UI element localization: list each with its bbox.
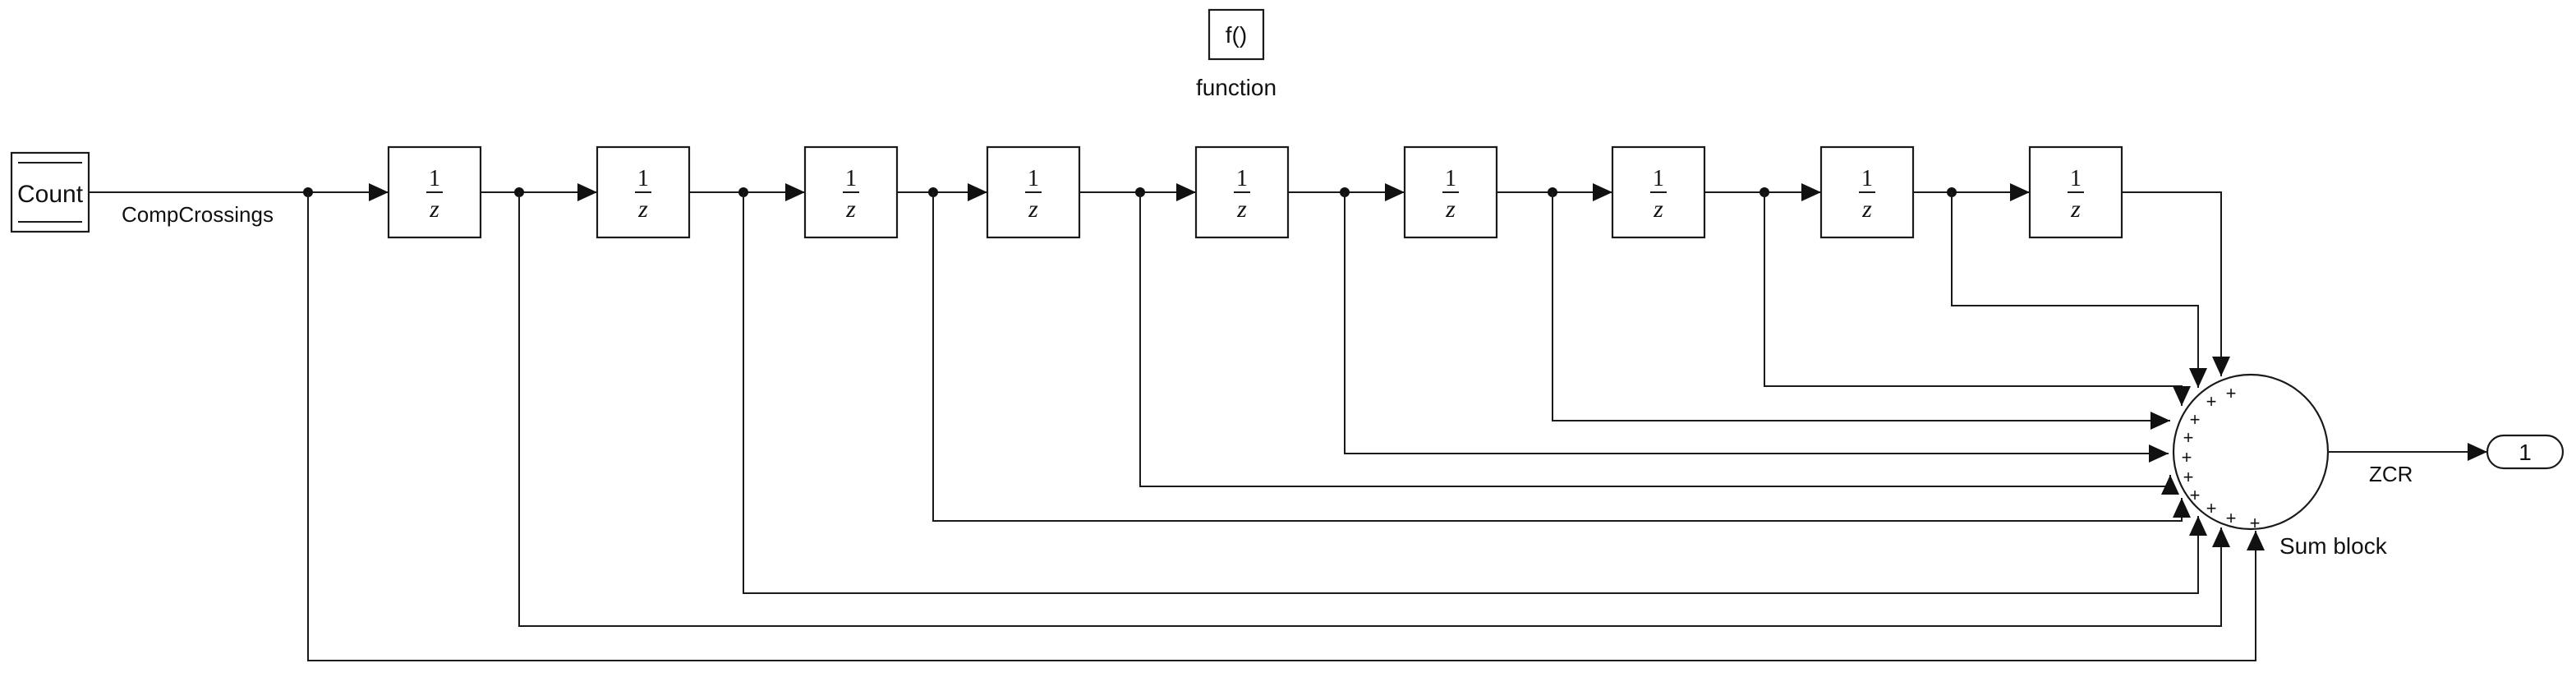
- outport-block-label: 1: [2518, 440, 2532, 465]
- sum-input-sign-1: +: [2226, 383, 2237, 403]
- unit-delay-numerator: 1: [1236, 166, 1248, 191]
- sum-input-line-5[interactable]: [1344, 192, 2169, 463]
- unit-delay-denominator: z: [637, 196, 648, 223]
- compcrossings-signal-label: CompCrossings: [122, 202, 274, 227]
- sum-block[interactable]: ++++++++++ Sum block: [2172, 373, 2388, 559]
- sum-input-sign-4: +: [2183, 427, 2194, 448]
- unit-delay-denominator: z: [1653, 196, 1663, 223]
- sum-input-line-1[interactable]: [2122, 191, 2230, 376]
- unit-delay-box[interactable]: [1611, 145, 1706, 239]
- unit-delay-numerator: 1: [1445, 166, 1456, 191]
- sum-input-sign-7: +: [2190, 485, 2201, 505]
- unit-delay-block-8[interactable]: 1z: [1819, 145, 1915, 239]
- unit-delay-denominator: z: [429, 196, 439, 223]
- sum-input-line-4[interactable]: [1552, 192, 2170, 430]
- count-block[interactable]: Count: [10, 151, 90, 233]
- sum-block-label: Sum block: [2279, 533, 2388, 559]
- outport-block-box[interactable]: [2486, 434, 2564, 470]
- unit-delay-numerator: 1: [429, 166, 440, 191]
- unit-delay-numerator: 1: [2070, 166, 2082, 191]
- sum-input-sign-8: +: [2206, 498, 2217, 518]
- sum-input-line-7[interactable]: [932, 192, 2191, 522]
- count-block-box[interactable]: [10, 151, 90, 233]
- sum-input-sign-5: +: [2182, 447, 2192, 467]
- unit-delay-block-5[interactable]: 1z: [1194, 145, 1290, 239]
- sum-input-line-9[interactable]: [518, 192, 2230, 627]
- sum-input-sign-10: +: [2250, 513, 2261, 533]
- unit-delay-denominator: z: [1861, 196, 1872, 223]
- signal-lines: [89, 183, 2487, 661]
- zcr-signal-label: ZCR: [2369, 462, 2413, 486]
- unit-delay-numerator: 1: [1653, 166, 1664, 191]
- unit-delay-block-3[interactable]: 1z: [803, 145, 899, 239]
- outport-block[interactable]: 1: [2486, 434, 2564, 470]
- sum-input-line-2[interactable]: [1951, 192, 2207, 388]
- sum-input-line-10[interactable]: [307, 192, 2265, 661]
- sum-block-circle[interactable]: [2172, 373, 2330, 531]
- sum-input-line-6[interactable]: [1139, 192, 2179, 495]
- unit-delay-block-4[interactable]: 1z: [986, 145, 1081, 239]
- sum-block-input-signs: ++++++++++: [2182, 383, 2261, 533]
- sum-input-sign-3: +: [2190, 409, 2201, 430]
- unit-delay-block-9[interactable]: 1z: [2028, 145, 2123, 239]
- unit-delay-denominator: z: [1236, 196, 1247, 223]
- sum-input-line-8[interactable]: [743, 192, 2207, 594]
- sum-input-sign-6: +: [2183, 467, 2194, 487]
- unit-delay-numerator: 1: [637, 166, 649, 191]
- function-block-label: function: [1196, 75, 1276, 100]
- unit-delay-numerator: 1: [1028, 166, 1039, 191]
- unit-delay-numerator: 1: [1861, 166, 1873, 191]
- count-block-label: Count: [17, 181, 84, 208]
- function-block-symbol: f(): [1226, 22, 1247, 48]
- function-block[interactable]: f() function: [1196, 8, 1276, 100]
- sum-input-line-3[interactable]: [1764, 192, 2191, 406]
- unit-delay-denominator: z: [845, 196, 856, 223]
- unit-delay-block-1[interactable]: 1z: [387, 145, 482, 239]
- unit-delay-denominator: z: [1445, 196, 1456, 223]
- function-block-box[interactable]: [1208, 8, 1265, 61]
- unit-delay-numerator: 1: [845, 166, 857, 191]
- unit-delay-denominator: z: [1028, 196, 1038, 223]
- unit-delay-block-7[interactable]: 1z: [1611, 145, 1706, 239]
- sum-input-sign-2: +: [2206, 391, 2217, 412]
- unit-delay-block-6[interactable]: 1z: [1403, 145, 1498, 239]
- sum-input-sign-9: +: [2226, 508, 2237, 528]
- unit-delay-denominator: z: [2070, 196, 2081, 223]
- unit-delay-block-2[interactable]: 1z: [596, 145, 691, 239]
